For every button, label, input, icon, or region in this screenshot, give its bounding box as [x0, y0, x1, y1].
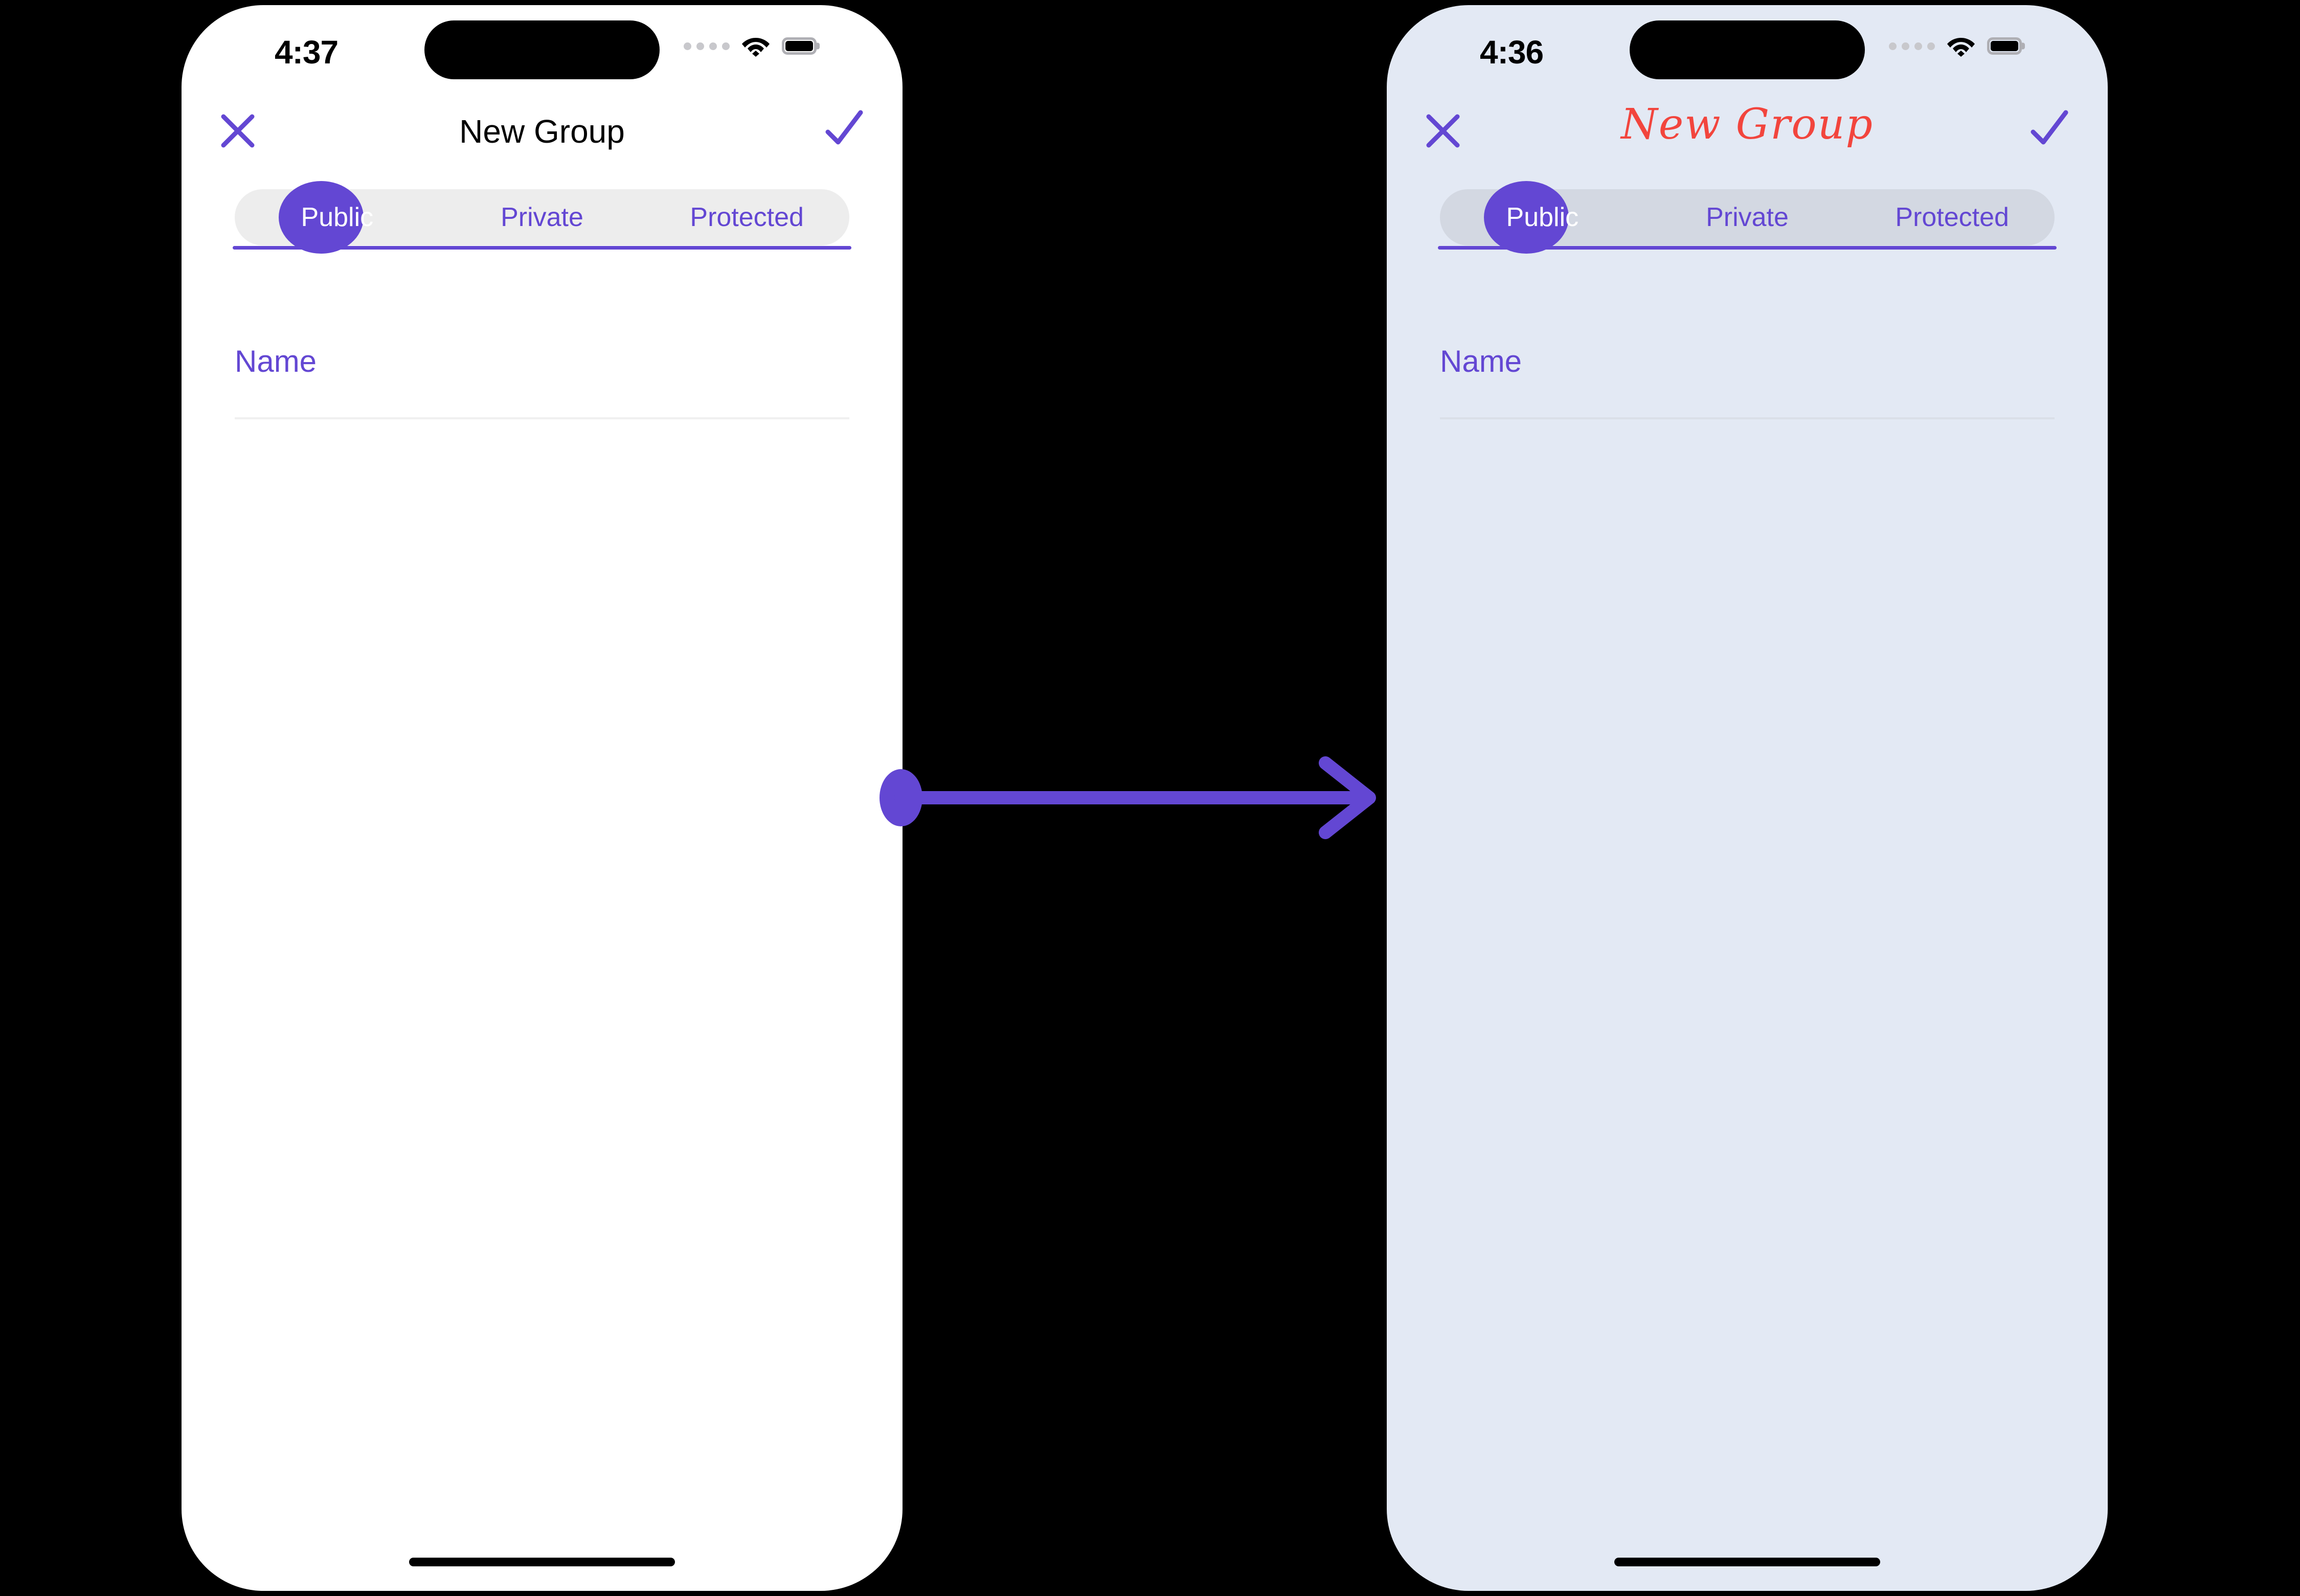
- status-bar: 4:37: [182, 5, 903, 89]
- dynamic-island: [424, 20, 660, 79]
- wifi-icon: [742, 38, 770, 57]
- tab-bar-underline: [233, 246, 851, 250]
- cellular-dots-icon: [1889, 42, 1935, 50]
- status-time: 4:36: [1480, 34, 1544, 71]
- name-input-underline: [235, 417, 849, 419]
- battery-full-icon: [782, 37, 817, 55]
- close-x-icon[interactable]: [218, 111, 257, 150]
- tab-bar-track: Public Private Protected: [235, 181, 849, 254]
- checkmark-icon[interactable]: [822, 106, 866, 150]
- tab-private[interactable]: Private: [1706, 203, 1789, 232]
- segmented-tab-bar: Public Private Protected: [233, 181, 851, 254]
- tab-protected[interactable]: Protected: [1895, 203, 2009, 232]
- page-title: New Group: [1621, 100, 1874, 149]
- name-input-field[interactable]: Name: [235, 332, 849, 419]
- status-indicators: [684, 35, 817, 57]
- tab-protected[interactable]: Protected: [690, 203, 804, 232]
- tab-bar-track: Public Private Protected: [1440, 181, 2055, 254]
- phone-screen-after: 4:36 New Group Public Private Protected: [1387, 5, 2108, 1591]
- checkmark-icon[interactable]: [2027, 106, 2071, 150]
- tab-private[interactable]: Private: [501, 203, 583, 232]
- status-time: 4:37: [275, 34, 339, 71]
- name-input-field[interactable]: Name: [1440, 332, 2055, 419]
- segmented-tab-bar: Public Private Protected: [1438, 181, 2057, 254]
- home-indicator: [409, 1558, 675, 1566]
- phone-screen-before: 4:37 New Group Public Private Protected: [182, 5, 903, 1591]
- active-tab-indicator: [279, 181, 364, 254]
- name-input-underline: [1440, 417, 2055, 419]
- nav-bar: New Group: [1387, 92, 2108, 164]
- dynamic-island: [1630, 20, 1865, 79]
- tab-bar-underline: [1438, 246, 2057, 250]
- status-indicators: [1889, 35, 2022, 57]
- page-title: New Group: [459, 113, 625, 150]
- name-input-label: Name: [1440, 344, 1522, 378]
- status-bar: 4:36: [1387, 5, 2108, 89]
- name-input-label: Name: [235, 344, 317, 378]
- home-indicator: [1614, 1558, 1880, 1566]
- wifi-icon: [1947, 38, 1975, 57]
- battery-full-icon: [1987, 37, 2022, 55]
- arrow-right-icon: [880, 756, 1376, 839]
- active-tab-indicator: [1484, 181, 1569, 254]
- close-x-icon[interactable]: [1424, 111, 1462, 150]
- tab-public[interactable]: Public: [301, 203, 374, 232]
- cellular-dots-icon: [684, 42, 730, 50]
- tab-public[interactable]: Public: [1506, 203, 1579, 232]
- nav-bar: New Group: [182, 92, 903, 164]
